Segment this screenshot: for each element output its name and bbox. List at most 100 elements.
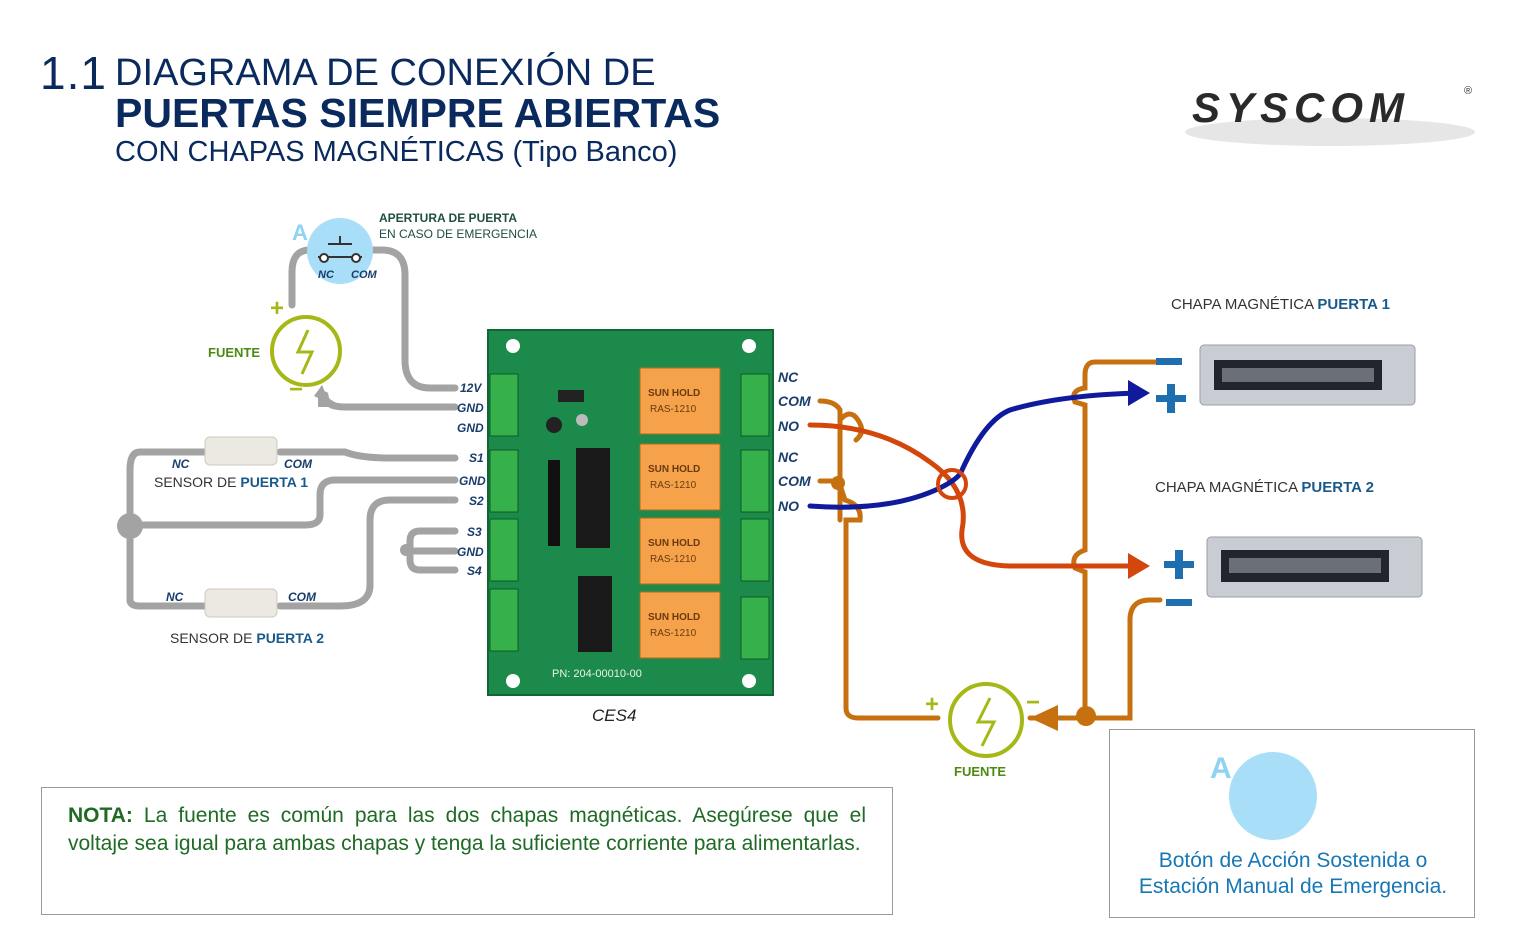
legend-line-1: Botón de Acción Sostenida o (1158, 849, 1428, 872)
emergency-com: COM (351, 269, 378, 281)
sensor1-nc: NC (172, 457, 190, 471)
left-terminals (489, 373, 519, 652)
relay-k1 (639, 367, 721, 435)
blue-arrow (1128, 380, 1150, 406)
pin-gnd-2: GND (457, 421, 484, 435)
relay-k3 (639, 517, 721, 585)
power-left-minus: − (289, 376, 303, 403)
note-box: NOTA: La fuente es común para las dos ch… (41, 787, 893, 915)
sensor2-com: COM (288, 590, 317, 604)
wire-com1 (817, 398, 843, 523)
wire-sensor2-com (276, 496, 459, 610)
relay-k3-brand: SUN HOLD (648, 538, 700, 549)
pin-s4: S4 (467, 564, 482, 578)
power-right-plus: + (925, 691, 939, 718)
pin-gnd-4: GND (457, 545, 484, 559)
power-left-bolt-icon (295, 329, 315, 375)
sensor2-body (204, 588, 278, 618)
lock2-minus-sign (1166, 599, 1192, 606)
orange-arrow-to-fuente (1030, 705, 1058, 731)
board-pn: PN: 204-00010-00 (552, 668, 642, 680)
pin-no-1: NO (778, 418, 799, 434)
pin-nc-1: NC (778, 369, 799, 385)
lock1-label: CHAPA MAGNÉTICA PUERTA 1 (1171, 296, 1390, 313)
sensor2-nc: NC (166, 590, 184, 604)
pin-s2: S2 (469, 494, 484, 508)
emergency-button: A NC COM APERTURA DE PUERTA EN CASO DE E… (292, 211, 537, 284)
power-left-label: FUENTE (208, 345, 260, 360)
sensor2-label: SENSOR DE PUERTA 2 (170, 630, 324, 646)
power-supply-left: + − FUENTE (208, 295, 343, 407)
orange-junction-1 (831, 476, 845, 490)
pin-12v: 12V (460, 381, 482, 395)
magnetic-lock-2: CHAPA MAGNÉTICA PUERTA 2 (1155, 479, 1423, 606)
wire-gnd-to-junction (131, 476, 459, 529)
note-label: NOTA: (68, 804, 133, 827)
door-sensor-1: NC COM SENSOR DE PUERTA 1 (154, 436, 313, 490)
lock1-minus-sign (1156, 358, 1182, 365)
wire-fuente-to-locks (1027, 597, 1163, 721)
orange-junction-2 (1076, 706, 1096, 726)
legend-button-icon (1229, 752, 1317, 840)
pin-nc-2: NC (778, 449, 799, 465)
right-terminals (740, 373, 770, 660)
legend-box: A Botón de Acción Sostenida o Estación M… (1109, 729, 1475, 918)
section-number: 1.1 (40, 47, 107, 99)
power-right-circle (948, 682, 1024, 758)
wire-fuente-gnd (321, 391, 459, 411)
ic-u1 (576, 448, 610, 548)
logo-registered-mark: ® (1464, 85, 1472, 97)
sensor1-body (204, 436, 278, 466)
wire-com-bus (837, 482, 941, 721)
pin-com-2: COM (778, 473, 811, 489)
wire-s3-gnd-s4 (406, 527, 459, 574)
sensor1-com: COM (284, 457, 313, 471)
legend-line-2: Estación Manual de Emergencia. (1138, 875, 1448, 898)
relay-k3-model: RAS-1210 (650, 554, 697, 565)
logo-text: SYSCOM (1192, 84, 1410, 131)
header-strip (548, 460, 560, 546)
emergency-subtitle: EN CASO DE EMERGENCIA (379, 227, 537, 241)
syscom-logo: SYSCOM ® (1185, 84, 1475, 146)
relay-k1-model: RAS-1210 (650, 404, 697, 415)
legend-text: Botón de Acción Sostenida o Estación Man… (1110, 848, 1476, 900)
note-text: La fuente es común para las dos chapas m… (68, 804, 866, 855)
emergency-title: APERTURA DE PUERTA (379, 211, 517, 225)
lock2-label: CHAPA MAGNÉTICA PUERTA 2 (1155, 479, 1374, 496)
red-wire (807, 422, 1143, 569)
door-sensor-2: NC COM SENSOR DE PUERTA 2 (166, 588, 324, 646)
ic-u2 (578, 576, 612, 652)
relay-k2-model: RAS-1210 (650, 480, 697, 491)
pin-gnd-3: GND (459, 474, 486, 488)
ces4-board: SUN HOLD RAS-1210 SUN HOLD RAS-1210 SUN … (487, 329, 774, 696)
board-pcb (487, 329, 774, 696)
power-right-minus: − (1026, 689, 1040, 716)
board-name: CES4 (592, 706, 636, 725)
red-arrow (1128, 553, 1150, 579)
title-line-3: CON CHAPAS MAGNÉTICAS (Tipo Banco) (115, 136, 678, 168)
blue-wire (807, 390, 1143, 510)
relay-k2 (639, 443, 721, 511)
relay-k4 (639, 591, 721, 659)
sensor1-label: SENSOR DE PUERTA 1 (154, 474, 308, 490)
emergency-button-circle (307, 218, 373, 284)
power-left-plus: + (270, 295, 284, 322)
pin-s3: S3 (467, 525, 482, 539)
title-line-1: DIAGRAMA DE CONEXIÓN DE (115, 52, 656, 94)
wire-12v (366, 246, 459, 392)
relay-k4-model: RAS-1210 (650, 628, 697, 639)
power-right-bolt-icon (975, 697, 997, 747)
legend-badge: A (1210, 752, 1232, 785)
wire-lock1-minus (1071, 359, 1158, 721)
gray-junction-node (117, 513, 143, 539)
right-pin-labels: NC COM NO NC COM NO (778, 369, 811, 514)
wire-com-hop (837, 411, 864, 443)
emergency-nc: NC (318, 269, 335, 281)
title-line-2: PUERTAS SIEMPRE ABIERTAS (115, 90, 721, 136)
relay-k1-brand: SUN HOLD (648, 388, 700, 399)
relay-k4-brand: SUN HOLD (648, 612, 700, 623)
power-supply-right: + − FUENTE (925, 682, 1040, 779)
pin-com-1: COM (778, 393, 811, 409)
pin-no-2: NO (778, 498, 799, 514)
